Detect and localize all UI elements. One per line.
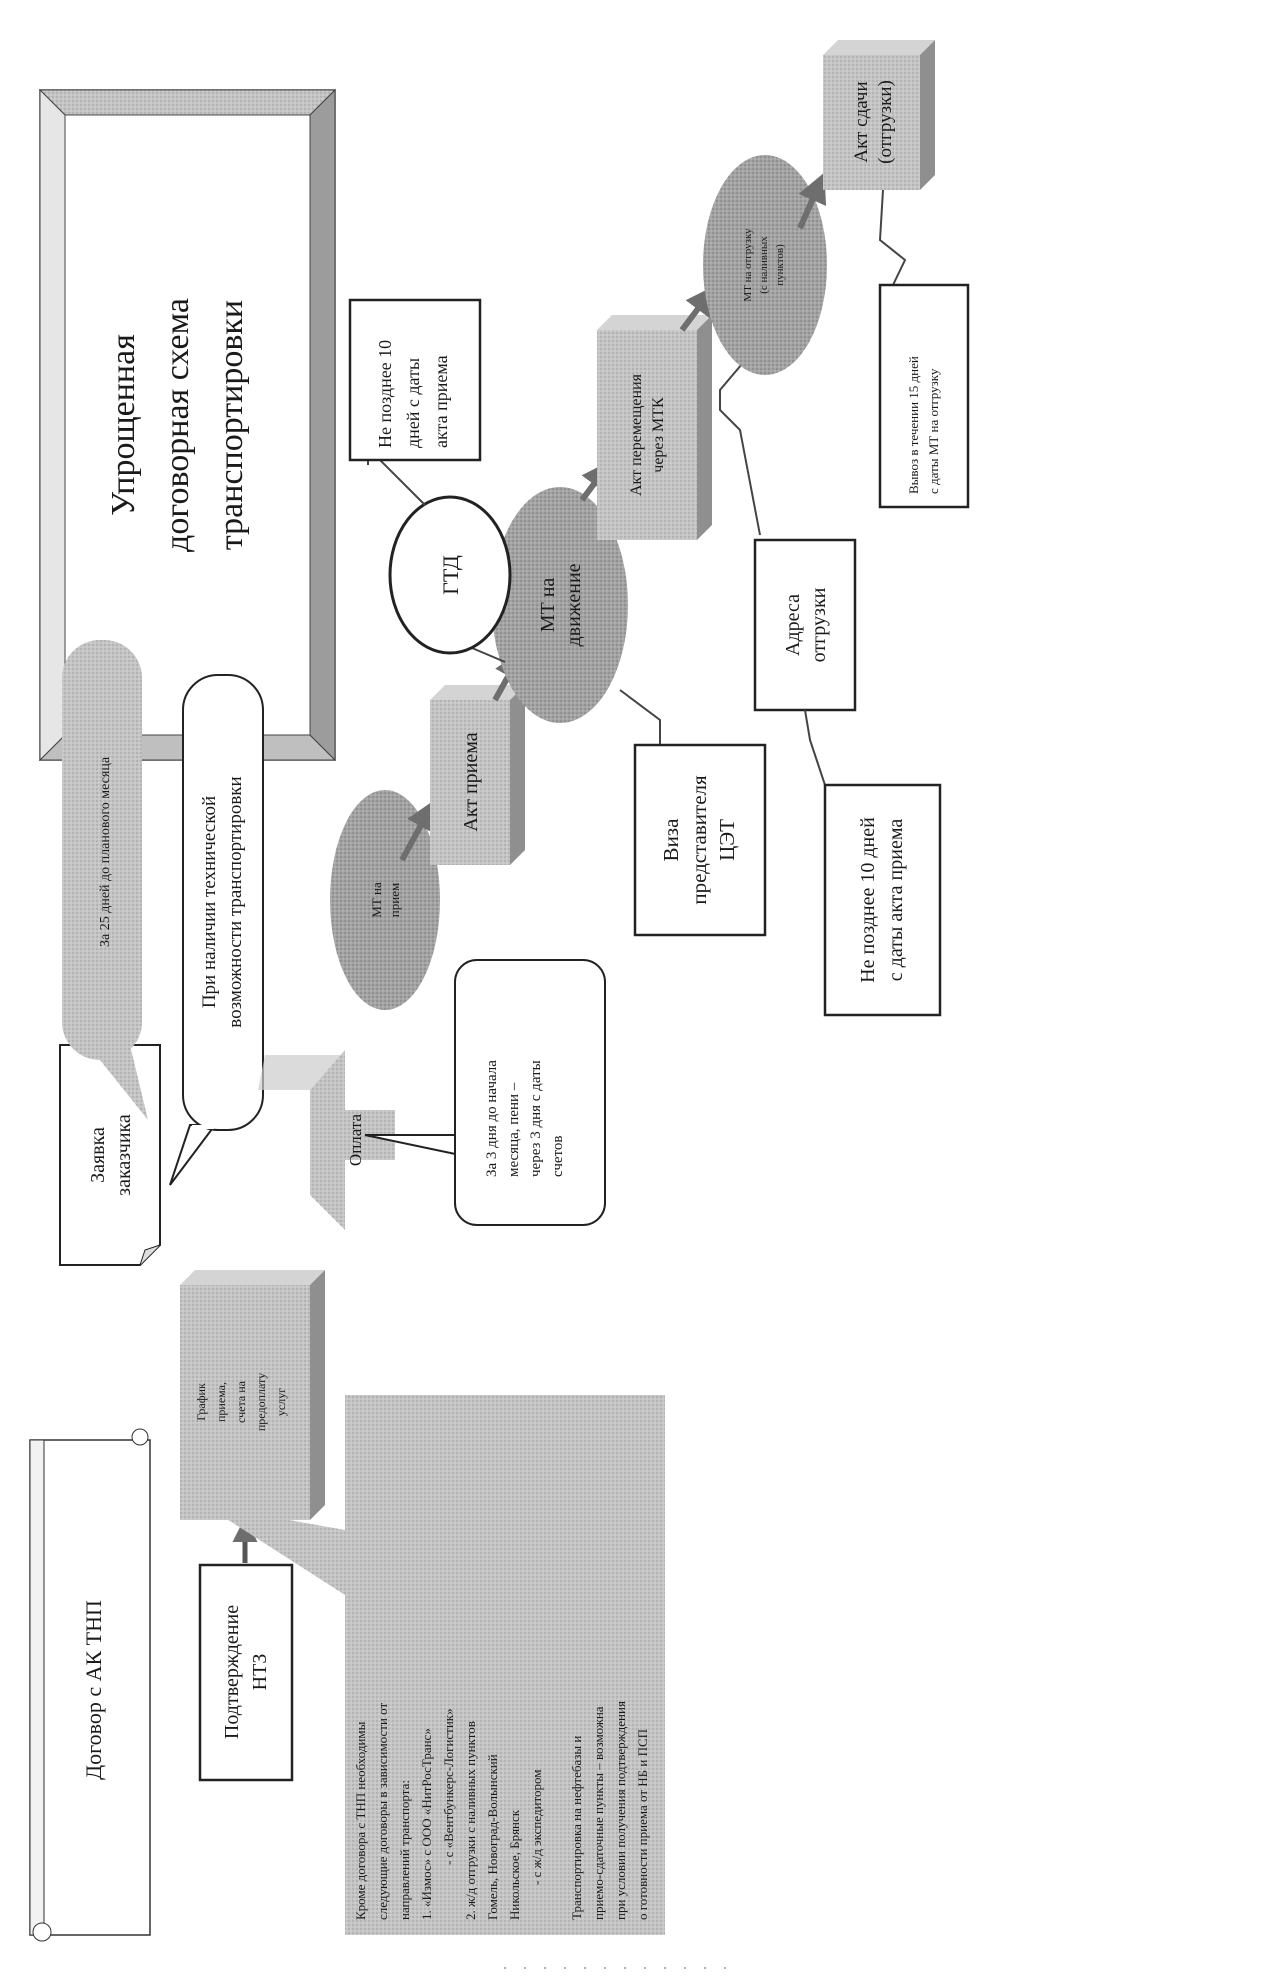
schedule-line-2: приема, bbox=[214, 1382, 228, 1422]
mt-ship-ellipse: МТ на отгрузку (с наливных пунктов) bbox=[703, 155, 827, 375]
mt-ship-line-2: (с наливных bbox=[758, 236, 770, 294]
confirmation-line-1: Подтверждение bbox=[221, 1605, 243, 1739]
payment-label: Оплата bbox=[346, 1113, 365, 1166]
connector-addresses-note bbox=[804, 709, 826, 786]
ship-note-line-2: с даты МТ на отгрузку bbox=[926, 368, 941, 494]
request-note: Заявка заказчика bbox=[59, 1044, 161, 1266]
gtd-note-line-2: дней с даты bbox=[403, 358, 423, 448]
notes-line-8: Никольское, Брянск bbox=[507, 1809, 522, 1920]
notes-line-13: о готовности приема от НБ и ПСП bbox=[635, 1729, 650, 1920]
tech-note-line-1: При наличии технической bbox=[199, 796, 220, 1008]
connector-gtd-note bbox=[367, 459, 426, 506]
gtd-ellipse: ГТД bbox=[388, 495, 512, 655]
mt-move-line-2: движение bbox=[563, 563, 585, 646]
ship-note-line-1: Вывоз в течении 15 дней bbox=[906, 356, 921, 494]
payment-note-line-3: через 3 дня с даты bbox=[528, 1060, 544, 1177]
mt-move-line-1: МТ на bbox=[537, 578, 559, 633]
connector-addresses-shipment bbox=[719, 344, 761, 536]
schedule-line-3: счета на bbox=[234, 1380, 248, 1423]
connector-visa-movement bbox=[619, 689, 661, 746]
title-frame: Упрощенная договорная схема транспортиро… bbox=[38, 88, 337, 762]
transfer-act-line-1: Акт перемещения bbox=[628, 373, 645, 496]
payment-note-line-2: месяца, пени – bbox=[506, 1082, 522, 1177]
mt-move-ellipse: МТ на движение bbox=[492, 487, 628, 723]
tech-note-line-2: возможности транспортировки bbox=[225, 776, 246, 1027]
addresses-note-line-2: с даты акта приема bbox=[885, 819, 907, 982]
confirmation-box: Подтверждение НТЗ bbox=[198, 1563, 294, 1782]
ship-act-line-2: (отгрузки) bbox=[875, 80, 896, 164]
addresses-line-2: отгрузки bbox=[808, 587, 830, 662]
visa-line-3: ЦЭТ bbox=[715, 819, 739, 861]
schedule-line-4: предоплату bbox=[254, 1373, 268, 1431]
notes-line-5: - с «Вентбункерс-Логистик» bbox=[441, 1708, 456, 1865]
title-line-1: Упрощенная bbox=[105, 334, 142, 516]
arrow-accept-to-act bbox=[399, 799, 435, 862]
payment-callout: За 3 дня до начала месяца, пени – через … bbox=[364, 959, 606, 1226]
notes-line-4: 1. «Измос» с ООО «НитРосТранс» bbox=[419, 1728, 434, 1920]
notes-line-10: Транспортировка на нефтебазы и bbox=[569, 1736, 584, 1920]
schedule-box: График приема, счета на предоплату услуг bbox=[180, 1270, 325, 1520]
addresses-box: Адреса отгрузки bbox=[753, 538, 857, 712]
payment-note-line-1: За 3 дня до начала bbox=[484, 1060, 500, 1177]
schedule-line-1: График bbox=[194, 1383, 208, 1421]
confirmation-line-2: НТЗ bbox=[249, 1654, 271, 1691]
schedule-line-5: услуг bbox=[274, 1388, 288, 1416]
notes-line-12: при условии получения подтверждения bbox=[613, 1701, 628, 1920]
notes-line-3: направлений транспорта: bbox=[397, 1780, 412, 1920]
mt-ship-line-1: МТ на отгрузку bbox=[742, 228, 754, 302]
accept-act-label: Акт приема bbox=[460, 732, 482, 831]
arrow-shipment-to-act bbox=[797, 172, 827, 230]
visa-line-2: представителя bbox=[687, 775, 711, 905]
notes-line-2: следующие договоры в зависимости от bbox=[375, 1703, 390, 1920]
visa-line-1: Виза bbox=[659, 818, 683, 862]
gtd-note-line-1: Не позднее 10 bbox=[375, 340, 395, 448]
request-callout: За 25 дней до планового месяца bbox=[62, 640, 148, 1120]
notes-callout: Кроме договора с ТНП необходимы следующи… bbox=[205, 1395, 665, 1935]
notes-line-1: Кроме договора с ТНП необходимы bbox=[353, 1721, 368, 1920]
visa-box: Виза представителя ЦЭТ bbox=[633, 743, 767, 937]
connector-shipnote-act bbox=[878, 189, 907, 286]
notes-line-6: 2. ж/д отгрузки с наливных пунктов bbox=[463, 1721, 478, 1920]
title-line-3: транспортировки bbox=[213, 300, 250, 550]
contract-scroll: Договор с АК ТНП bbox=[29, 1428, 151, 1942]
request-line-2: заказчика bbox=[113, 1114, 135, 1196]
addresses-line-1: Адреса bbox=[782, 594, 804, 656]
notes-line-9: - с ж/д экспедитором bbox=[529, 1769, 544, 1885]
notes-line-11: приемо-сдаточные пункты – возможна bbox=[591, 1706, 606, 1920]
payment-note-line-4: счетов bbox=[550, 1136, 566, 1178]
tech-callout: При наличии технической возможности тран… bbox=[169, 674, 264, 1186]
title-line-2: договорная схема bbox=[159, 298, 196, 552]
mt-accept-line-1: МТ на bbox=[369, 882, 384, 918]
contract-label: Договор с АК ТНП bbox=[81, 1600, 106, 1780]
addresses-note-box: Не позднее 10 дней с даты акта приема bbox=[823, 783, 942, 1017]
accept-act-box: Акт приема bbox=[430, 685, 525, 865]
ship-note-box: Вывоз в течении 15 дней с даты МТ на отг… bbox=[878, 283, 970, 509]
addresses-note-line-1: Не позднее 10 дней bbox=[857, 817, 879, 983]
gtd-label: ГТД bbox=[438, 555, 463, 595]
mt-accept-line-2: прием bbox=[387, 883, 402, 917]
payment-arrow: Оплата bbox=[258, 1050, 395, 1230]
ship-act-line-1: Акт сдачи bbox=[851, 81, 872, 162]
gtd-note-box: Не позднее 10 дней с даты акта приема bbox=[348, 298, 482, 462]
page-edge-marks bbox=[504, 1967, 726, 1969]
mt-ship-line-3: пунктов) bbox=[774, 244, 786, 286]
notes-line-7: Гомель, Новоград-Волынский bbox=[485, 1754, 500, 1920]
request-line-1: Заявка bbox=[87, 1127, 109, 1183]
gtd-note-line-3: акта приема bbox=[431, 355, 451, 448]
transfer-act-line-2: через МТК bbox=[650, 397, 667, 473]
transfer-act-box: Акт перемещения через МТК bbox=[597, 315, 712, 540]
request-note-text: За 25 дней до планового месяца bbox=[98, 756, 113, 947]
ship-act-box: Акт сдачи (отгрузки) bbox=[823, 40, 935, 190]
